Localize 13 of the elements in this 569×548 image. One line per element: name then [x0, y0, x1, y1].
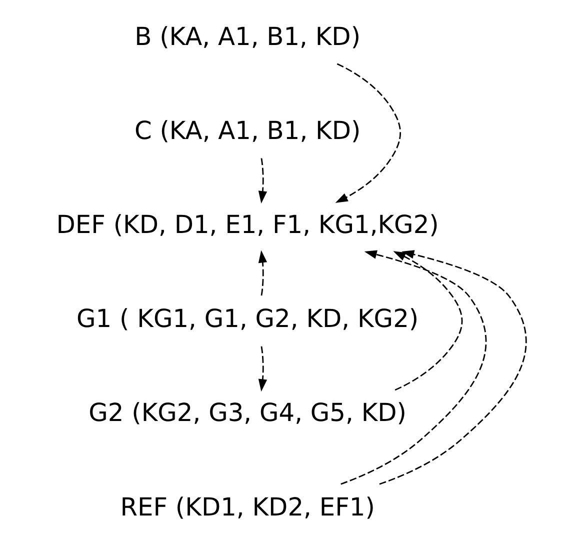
node-text: G2 (KG2, G3, G4, G5, KD)	[88, 398, 406, 428]
node-text: G1 ( KG1, G1, G2, KD, KG2)	[76, 304, 418, 334]
node-text: DEF (KD, D1, E1, F1, KG1,KG2)	[56, 210, 438, 240]
arrow	[378, 250, 526, 485]
node-text: C (KA, A1, B1, KD)	[134, 116, 360, 145]
arrow	[258, 158, 267, 204]
arrow	[334, 63, 401, 203]
arrow	[258, 346, 267, 392]
node-text: REF (KD1, KD2, EF1)	[120, 492, 374, 522]
arrow	[258, 250, 267, 296]
node-text: B (KA, A1, B1, KD)	[134, 22, 360, 51]
arrow	[392, 251, 462, 391]
arrow	[340, 250, 486, 485]
